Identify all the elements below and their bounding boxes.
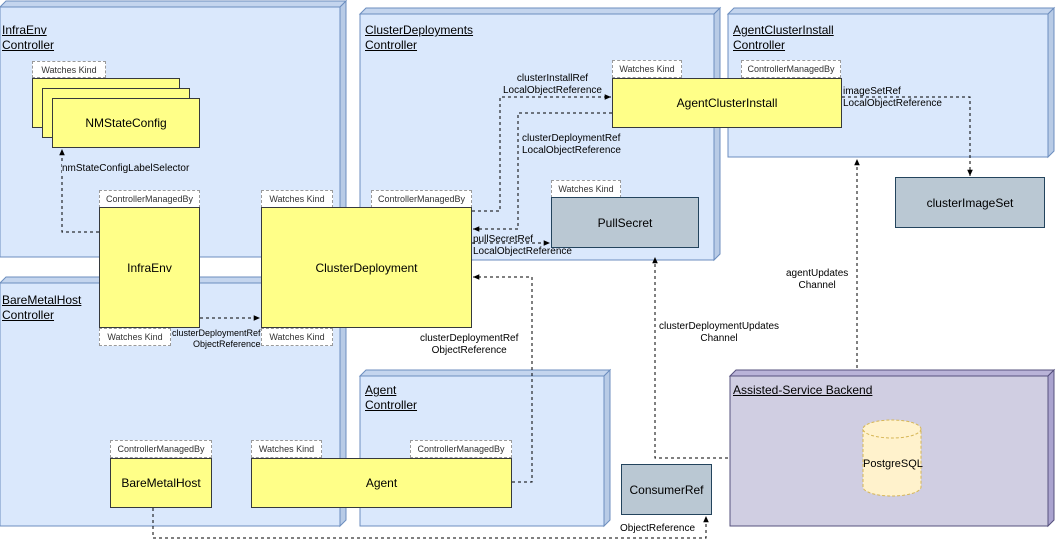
agentclusterinstall-controller-panel	[726, 6, 1056, 159]
infraenv-node[interactable]: InfraEnv	[99, 207, 200, 328]
agentclusterinstall-node[interactable]: AgentClusterInstall	[612, 78, 842, 128]
clusterimageset-node[interactable]: clusterImageSet	[895, 177, 1045, 228]
controller-managed-by-tag: ControllerManagedBy	[410, 440, 512, 458]
edge-image-set-ref	[842, 96, 973, 176]
watches-kind-tag: Watches Kind	[32, 61, 106, 78]
postgresql-icon	[862, 419, 922, 497]
pullsecret-node[interactable]: PullSecret	[551, 197, 699, 248]
baremetalhost-node[interactable]: BareMetalHost	[110, 458, 212, 508]
consumerref-node[interactable]: ConsumerRef	[621, 464, 712, 515]
edge-cluster-install-ref	[472, 94, 611, 212]
edge-cluster-deployment-ref-local	[473, 112, 612, 232]
clusterdeployment-node[interactable]: ClusterDeployment	[261, 207, 472, 328]
controller-managed-by-tag: ControllerManagedBy	[110, 440, 212, 458]
object-reference-label: ObjectReference	[620, 523, 696, 534]
watches-kind-tag: Watches Kind	[99, 328, 171, 346]
watches-kind-tag: Watches Kind	[261, 328, 333, 346]
edge-object-reference	[152, 508, 709, 539]
watches-kind-tag: Watches Kind	[612, 60, 682, 78]
agent-node[interactable]: Agent	[251, 458, 512, 508]
watches-kind-tag: Watches Kind	[251, 440, 322, 458]
assisted-service-backend-title: Assisted-Service Backend	[733, 383, 873, 397]
edge-agent-clusterdeployment	[473, 274, 533, 483]
edge-cluster-deployment-updates	[652, 257, 728, 459]
postgresql-label: PostgreSQL	[863, 458, 923, 470]
controller-managed-by-tag: ControllerManagedBy	[741, 60, 841, 78]
edge-nmstate-selector	[59, 149, 99, 233]
nmstate-selector-label: nmStateConfigLabelSelector	[62, 163, 190, 175]
nmstateconfig-node[interactable]: NMStateConfig	[52, 98, 200, 148]
